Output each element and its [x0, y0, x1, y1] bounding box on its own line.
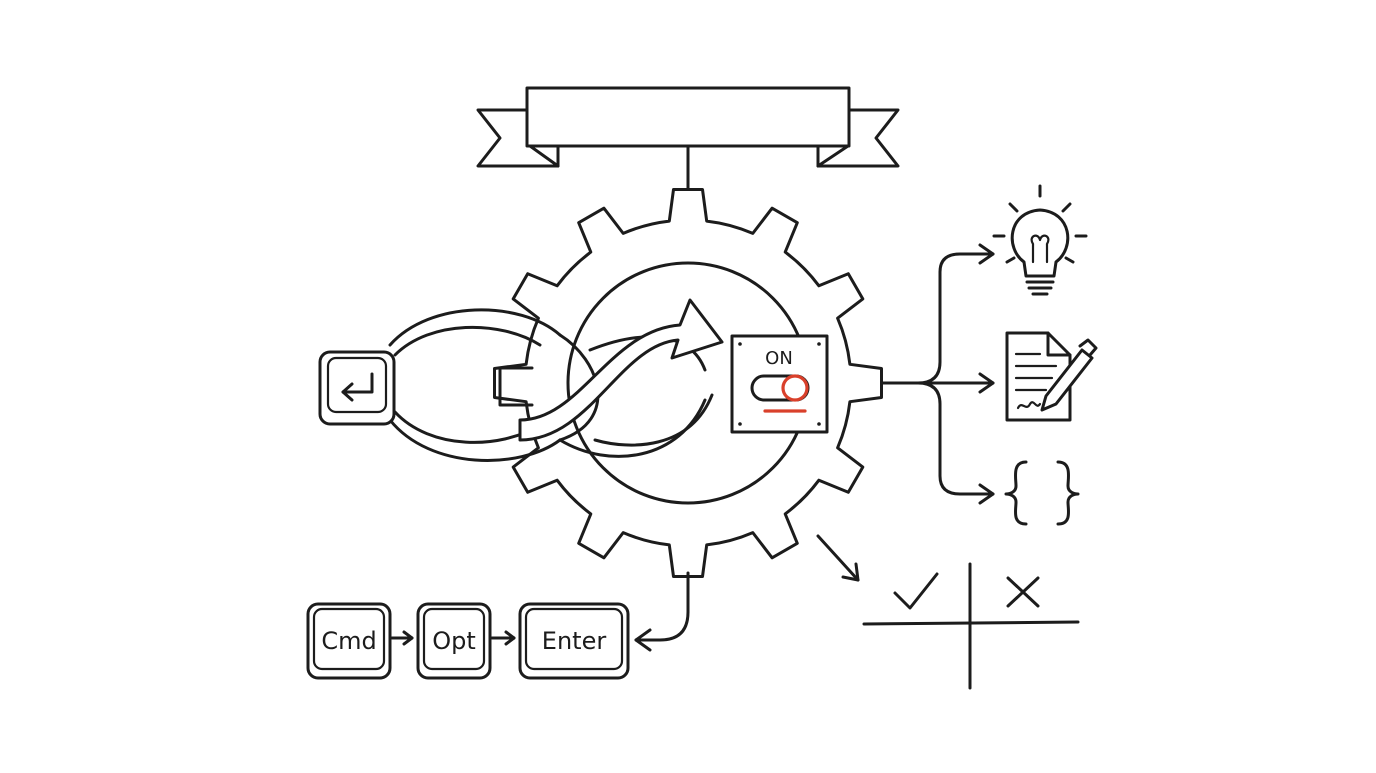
- curly-braces-icon: [1004, 460, 1080, 526]
- gear-icon: [493, 188, 883, 652]
- key-enter-label: Enter: [542, 627, 607, 655]
- lightbulb-icon: [992, 184, 1088, 296]
- output-connector: [880, 243, 995, 505]
- toggle-knob: [781, 374, 809, 402]
- key-opt-label: Opt: [432, 627, 476, 655]
- toggle-switch[interactable]: ON: [730, 334, 829, 434]
- key-enter[interactable]: Enter: [518, 602, 630, 680]
- return-key[interactable]: [318, 350, 396, 426]
- infinity-loop-icon: [388, 298, 724, 462]
- toggle-label: ON: [765, 348, 793, 369]
- key-cmd[interactable]: Cmd: [306, 602, 392, 680]
- key-opt[interactable]: Opt: [416, 602, 492, 680]
- cross-icon: [1006, 576, 1040, 608]
- document-pen-icon: [1005, 331, 1098, 422]
- check-icon: [893, 572, 939, 610]
- key-cmd-label: Cmd: [321, 627, 376, 655]
- shortcut-keys: Cmd Opt Enter: [306, 602, 630, 680]
- banner-ribbon-icon: [476, 86, 900, 192]
- decision-arrow: [816, 534, 860, 582]
- return-key-icon: [341, 372, 374, 402]
- decision-grid: [862, 562, 1080, 690]
